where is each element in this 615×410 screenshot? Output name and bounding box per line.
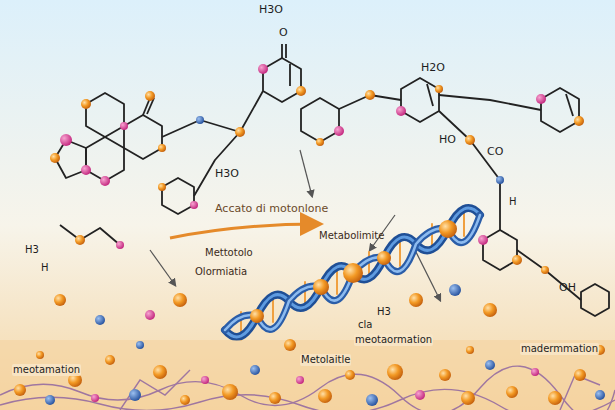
chem-label: Metolaitle	[300, 354, 351, 366]
chem-label: CO	[486, 146, 504, 159]
chem-label: H3O	[214, 168, 240, 181]
chem-label: HO	[438, 134, 457, 147]
chem-label: Mettotolo	[204, 247, 254, 259]
chem-label: Accato di motonlone	[214, 203, 329, 216]
chem-label: Metabolimite	[318, 230, 385, 242]
chem-label: madermmation	[520, 343, 599, 355]
chem-label: Olormiatia	[194, 266, 248, 278]
chem-label: O	[278, 27, 289, 40]
chem-label: H3	[24, 244, 40, 256]
chem-label: H	[508, 196, 518, 208]
chem-label: H2O	[420, 62, 446, 75]
chem-label: H3O	[258, 4, 284, 17]
chem-label: meotamation	[12, 364, 81, 376]
chem-label: OH	[558, 282, 577, 295]
chem-label: H	[40, 262, 50, 274]
chem-label: H3	[376, 306, 392, 318]
chem-label: meotaormation	[354, 334, 433, 346]
chem-label: cla	[357, 319, 373, 331]
